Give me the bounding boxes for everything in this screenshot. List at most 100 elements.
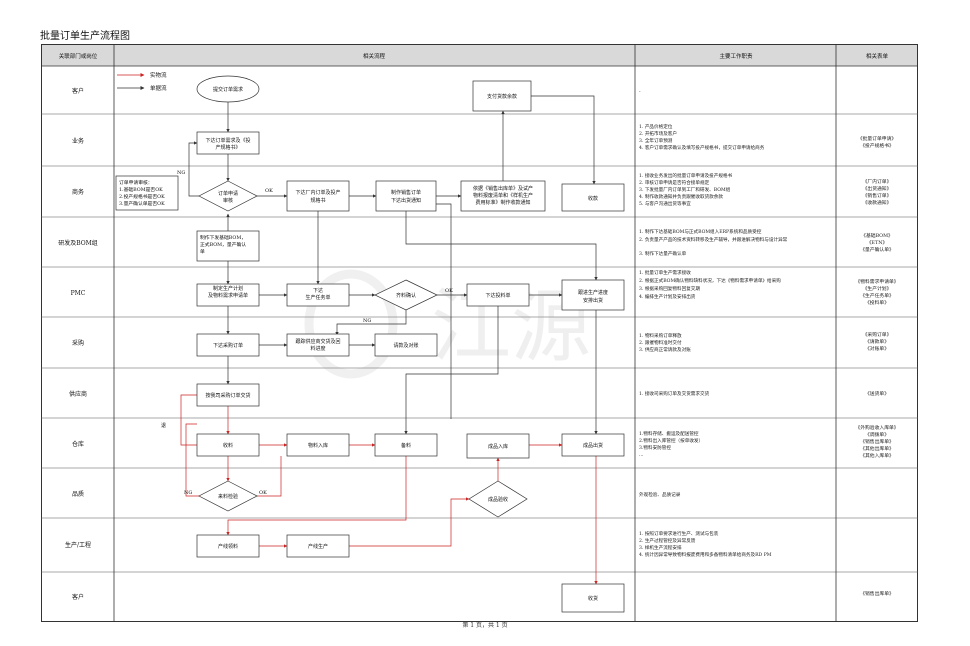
label-review-note-3: 3.量产确认单是否OK — [119, 200, 165, 207]
flowchart-svg: 关联部门或岗位 相关流程 主要工作职责 相关表单 客户 业务 商务 研发及BOM… — [41, 44, 918, 622]
page-footer: 第 1 页，共 1 页 — [462, 622, 508, 629]
dept-warehouse: 仓库 — [72, 440, 84, 448]
document-flow-lines — [188, 95, 598, 435]
form-pur-2: 《请款单》 — [865, 338, 889, 345]
label-bom-2: 正式BOM，量产确认 — [200, 241, 246, 248]
label-track-1: 跟踪供应商交货及回 — [295, 338, 340, 345]
header-dept: 关联部门或岗位 — [59, 52, 98, 60]
form-biz-1: 《厂内订单》 — [863, 178, 892, 185]
label-fg-in: 成品入库 — [488, 443, 508, 450]
duty-sales-1: 1. 产品价格定位 — [639, 123, 673, 130]
label-task-2: 生产任务单 — [305, 294, 330, 301]
duty-prod-2: 2. 生产过程管控及异常反馈 — [639, 537, 696, 544]
duty-supplier-1: 1. 接收司采购订单及交货需求交货 — [639, 390, 710, 397]
label-collect-notice-2: 物料报废清单和《样机生产 — [473, 192, 533, 199]
dept-pmc: PMC — [71, 290, 86, 297]
form-supplier-1: 《送货单》 — [865, 390, 889, 397]
node-receive — [196, 433, 260, 457]
form-sales-1: 《批量订单申请》 — [858, 135, 896, 142]
material-flow-lines — [180, 394, 598, 585]
duty-quality-1: 外观检验、品质记录 — [639, 491, 681, 498]
label-receive: 收料 — [223, 442, 233, 449]
form-pmc-2: 《生产计划》 — [863, 285, 892, 292]
label-ok-qc: OK — [259, 490, 267, 496]
form-biz-4: 《收款通知》 — [863, 199, 892, 206]
duty-wh-4: ... — [639, 453, 644, 458]
label-pay-recon: 请款及对账 — [393, 342, 418, 349]
form-pmc-4: 《投料单》 — [865, 299, 889, 306]
duty-biz-2: 2. 审核订单申请是否符合接单规定 — [639, 179, 710, 186]
node-submit-order — [196, 75, 260, 103]
node-track-supplier — [286, 333, 350, 357]
label-review-note-title: 订单申请审核： — [119, 179, 153, 186]
node-fg-in — [466, 433, 530, 459]
label-fg-qc: 成品验收 — [488, 496, 508, 503]
label-task-1: 下达 — [313, 287, 323, 294]
node-fg-qc — [468, 480, 528, 518]
duty-sales-4: 4. 客户订单需求确认及填写投产规格书，提交订单申请给商务 — [639, 144, 765, 151]
duty-rd-2: 2. 负责量产产品的技术资料转移及生产辅导，并跟进解决物料与设计异常 — [639, 236, 788, 243]
form-wh-3: 《销售出库单》 — [860, 438, 894, 445]
label-material-in: 物料入库 — [308, 442, 328, 449]
header-flow: 相关流程 — [363, 52, 386, 60]
duty-biz-3: 3. 下发批量厂内订单到工厂和研发、BOM组 — [639, 186, 731, 193]
label-order-review-1: 订单申请 — [218, 190, 238, 197]
duty-rd-1: 1. 制作下达基础BOM与正式BOM组入ERP系统和品质受控 — [639, 228, 762, 235]
node-issue-order-req — [196, 131, 260, 155]
duty-sales-3: 3. 全年订单预测 — [639, 137, 673, 144]
label-track-2: 料进度 — [310, 345, 325, 352]
duty-pur-1: 1. 物料采购订单释放 — [639, 332, 682, 339]
duty-pur-3: 3. 供应商正常请款及对账 — [639, 346, 691, 353]
dept-sales: 业务 — [72, 137, 84, 145]
form-wh-4: 《其他出库单》 — [860, 445, 894, 452]
duty-pmc-1: 1. 批量订单生产需求接收 — [639, 269, 691, 276]
form-customer-1: 《销售出库单》 — [860, 590, 894, 597]
label-incoming-qc: 来料检验 — [218, 493, 238, 500]
form-rd-3: 《量产确认单》 — [860, 246, 894, 253]
node-production-task — [286, 283, 350, 307]
duty-biz-5: 5. 与客户沟通出货等事宜 — [639, 200, 691, 207]
duty-wh-2: 2.物料出入库管控（按单收发） — [639, 437, 703, 444]
label-material-confirm: 齐料确认 — [396, 292, 416, 299]
form-biz-2: 《出货通知》 — [863, 185, 892, 192]
header-row — [42, 45, 917, 66]
node-production-plan — [196, 283, 260, 307]
label-follow-ship-2: 安排出货 — [583, 297, 603, 304]
dept-purchasing: 采购 — [72, 339, 84, 347]
node-line-pick — [196, 534, 260, 558]
form-wh-1: 《外购验收入库单》 — [855, 424, 898, 431]
form-rd-1: 《基础BOM》 — [861, 232, 893, 239]
label-follow-ship-1: 跟进生产进度 — [578, 289, 608, 296]
duty-prod-4: 4. 统计因异常导致物料报废费用和多备物料清单给商务及RD PM — [639, 551, 772, 558]
label-review-note-2: 2.投产规格书是否OK — [119, 193, 165, 200]
node-supplier-deliver — [196, 383, 260, 407]
label-factory-order-2: 规格书 — [310, 197, 325, 204]
label-issue-order-req-1: 下达订单需求及《投 — [205, 137, 250, 144]
dept-customer: 客户 — [72, 87, 84, 95]
form-pur-1: 《采购订单》 — [863, 331, 892, 338]
label-sales-order-2: 下达出货通知 — [391, 197, 421, 204]
dept-customer-2: 客户 — [72, 593, 84, 601]
table-border — [41, 44, 918, 622]
row-lines — [41, 113, 918, 573]
node-incoming-qc — [198, 480, 258, 512]
header-forms: 相关表单 — [866, 52, 889, 60]
legend: 实物流 单据流 — [117, 71, 167, 92]
label-fg-out: 成品出货 — [583, 442, 603, 449]
label-po: 下达采购订单 — [213, 342, 243, 349]
node-review-note — [115, 175, 179, 211]
label-customer-receive: 收货 — [588, 595, 598, 602]
duty-sales-2: 2. 开拓市场及客户 — [639, 130, 677, 137]
duty-biz-1: 1. 接收业务发出的批量订单申请及投产规格书 — [639, 172, 733, 179]
label-issue-order-req-2: 产规格书》 — [215, 144, 240, 151]
label-plan-2: 及物料需求申请单 — [208, 292, 248, 299]
node-fg-out — [561, 433, 625, 457]
node-pay-recon — [374, 333, 438, 357]
dept-production: 生产/工程 — [65, 541, 91, 549]
node-receive-payment — [561, 183, 625, 212]
label-collect-notice-1: 依据《销售出库单》及试产 — [473, 185, 533, 192]
node-follow-ship — [561, 279, 625, 311]
dept-quality: 品质 — [72, 490, 84, 498]
duty-rd-3: 3. 制作下达量产确认单 — [639, 250, 687, 257]
node-factory-order — [286, 180, 350, 212]
